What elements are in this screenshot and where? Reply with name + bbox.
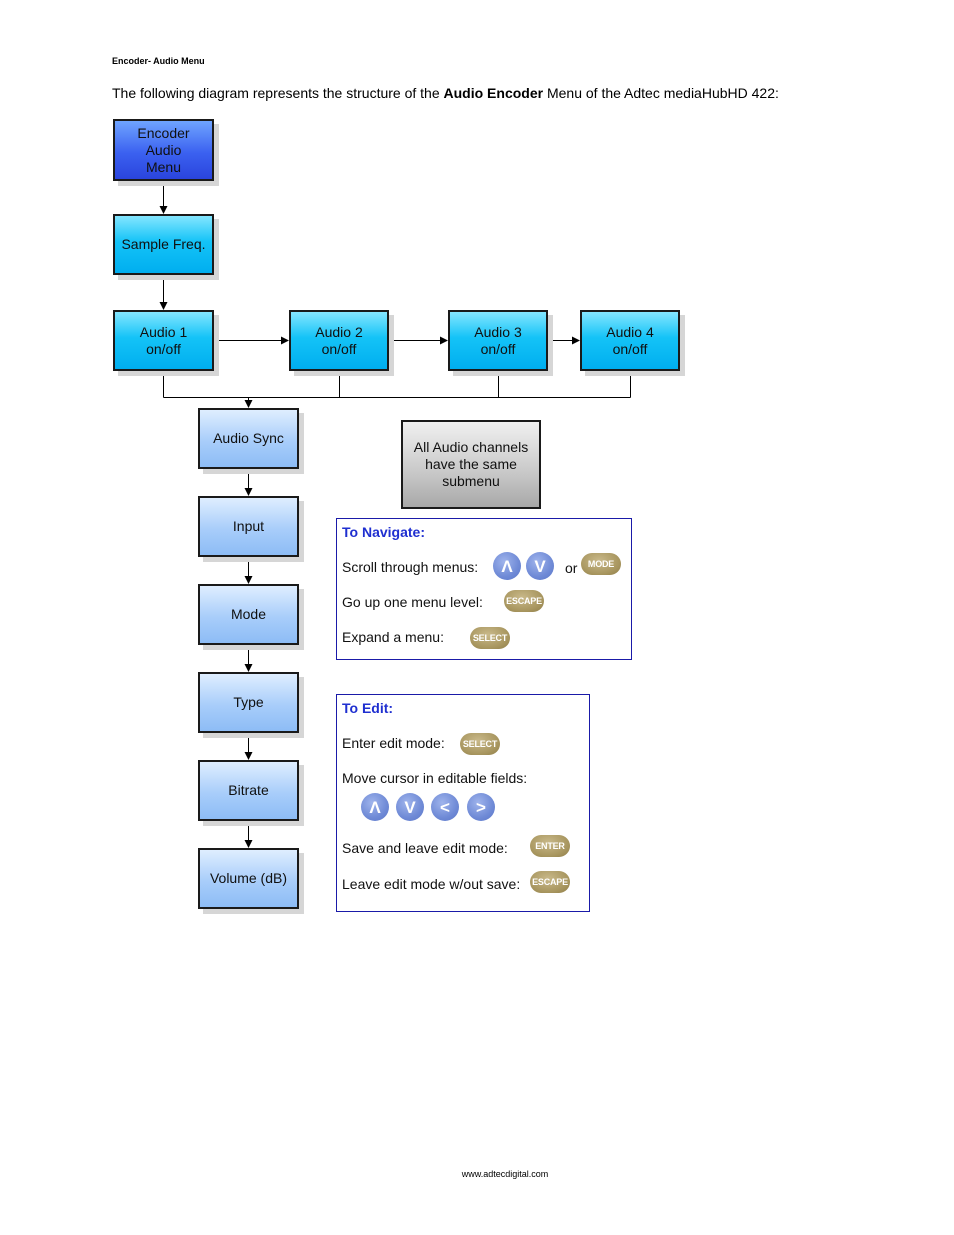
navigate-expand-label: Expand a menu: (342, 629, 444, 645)
node-audio-1: Audio 1 on/off (113, 310, 214, 371)
edit-move-cursor-label: Move cursor in editable fields: (342, 770, 528, 786)
node-audio-4: Audio 4 on/off (580, 310, 680, 371)
section-title: Encoder- Audio Menu (112, 56, 205, 66)
select-button-icon: SELECT (460, 733, 500, 755)
up-arrow-icon: Λ (493, 552, 521, 580)
navigate-panel: To Navigate: Scroll through menus: Λ V o… (336, 518, 632, 660)
intro-bold: Audio Encoder (443, 85, 544, 101)
node-audio-2: Audio 2 on/off (289, 310, 389, 371)
navigate-title: To Navigate: (342, 524, 425, 540)
left-arrow-icon: < (431, 793, 459, 821)
edit-save-leave-label: Save and leave edit mode: (342, 840, 508, 856)
mode-button-icon: MODE (581, 553, 621, 575)
escape-button-icon: ESCAPE (530, 871, 570, 893)
node-bitrate: Bitrate (198, 760, 299, 821)
select-button-icon: SELECT (470, 627, 510, 649)
intro-after: Menu of the Adtec mediaHubHD 422: (543, 85, 779, 101)
intro-before: The following diagram represents the str… (112, 85, 444, 101)
edit-leave-nosave-label: Leave edit mode w/out save: (342, 876, 521, 892)
node-encoder-audio-menu: Encoder Audio Menu (113, 119, 214, 181)
note-same-submenu: All Audio channels have the same submenu (401, 420, 541, 509)
enter-button-icon: ENTER (530, 835, 570, 857)
down-arrow-icon: V (396, 793, 424, 821)
intro-text: The following diagram represents the str… (112, 85, 779, 101)
right-arrow-icon: > (467, 793, 495, 821)
node-volume: Volume (dB) (198, 848, 299, 909)
navigate-up-level-label: Go up one menu level: (342, 594, 483, 610)
node-audio-sync: Audio Sync (198, 408, 299, 469)
node-mode: Mode (198, 584, 299, 645)
edit-title: To Edit: (342, 700, 394, 716)
node-type: Type (198, 672, 299, 733)
escape-button-icon: ESCAPE (504, 590, 544, 612)
edit-enter-mode-label: Enter edit mode: (342, 735, 445, 751)
footer-url: www.adtecdigital.com (461, 1169, 549, 1179)
navigate-scroll-label: Scroll through menus: (342, 559, 479, 575)
node-sample-freq: Sample Freq. (113, 214, 214, 275)
node-audio-3: Audio 3 on/off (448, 310, 548, 371)
navigate-or: or (565, 560, 578, 576)
up-arrow-icon: Λ (361, 793, 389, 821)
edit-panel: To Edit: Enter edit mode: SELECT Move cu… (336, 694, 590, 912)
down-arrow-icon: V (526, 552, 554, 580)
node-input: Input (198, 496, 299, 557)
